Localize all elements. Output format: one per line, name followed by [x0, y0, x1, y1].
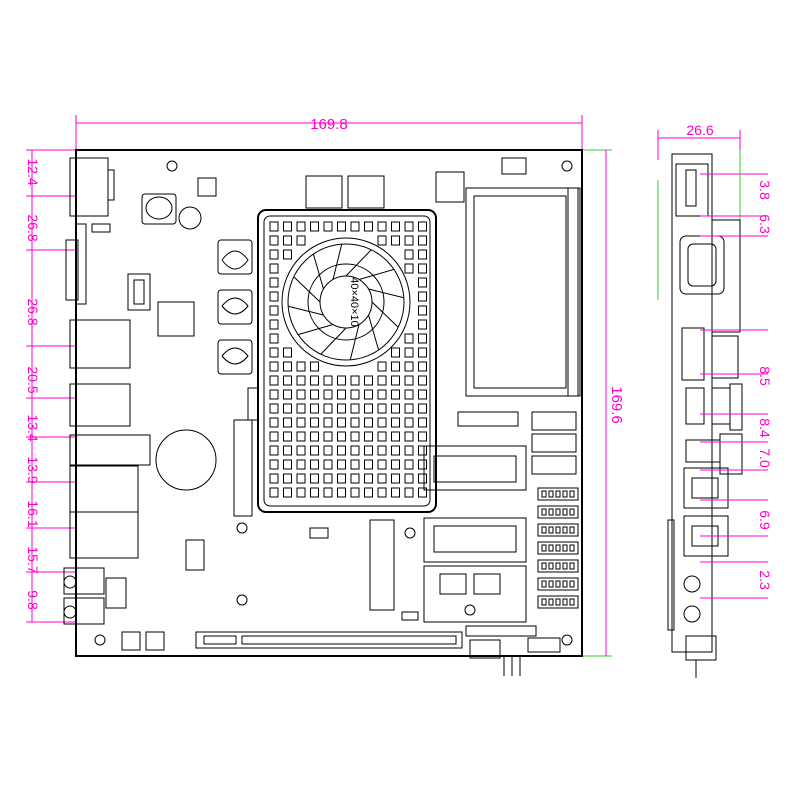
- left-offset-9: 9.8: [25, 590, 41, 610]
- fan-size-label: 40×40×10: [348, 277, 360, 327]
- mini-pcie-slots: [423, 445, 527, 623]
- left-offset-dimensions: 12.4 26.8 26.8 20.5 13.4 13.9 16.1 15.7 …: [25, 149, 76, 623]
- board-width-label: 169.8: [310, 116, 348, 133]
- left-offset-2: 26.8: [25, 214, 41, 241]
- heatsink-fins: [269, 221, 427, 498]
- front-panel-headers: [537, 487, 579, 609]
- pin-header-vertical: [233, 419, 253, 517]
- side-depth-label: 26.6: [686, 122, 713, 138]
- hdmi-port: [681, 327, 705, 381]
- sata-ports: [531, 411, 577, 475]
- pcie-slot: [195, 631, 463, 649]
- side-depth-dimension: 26.6: [657, 122, 741, 160]
- right-offset-3: 8.5: [757, 366, 773, 386]
- right-offset-6: 6.9: [757, 510, 773, 530]
- left-io-ports: [63, 157, 151, 625]
- top-width-dimension: 169.8: [75, 115, 583, 150]
- side-view: 3.8 6.3 8.5 8.4 7.0 6.9 2.3: [657, 150, 773, 678]
- left-offset-3: 26.8: [25, 298, 41, 325]
- board-height-dimension: 169.6: [582, 149, 625, 657]
- left-offset-6: 13.9: [25, 456, 41, 483]
- board-height-label: 169.6: [608, 386, 625, 424]
- mounting-holes: [94, 160, 573, 646]
- right-offset-2: 6.3: [757, 214, 773, 234]
- left-offset-7: 16.1: [25, 500, 41, 527]
- rj45-port-1: [683, 467, 729, 509]
- audio-jack-2: [683, 605, 701, 623]
- vga-port: [679, 235, 725, 295]
- left-offset-1: 12.4: [25, 158, 41, 185]
- cmos-battery: [155, 429, 217, 491]
- right-offset-7: 2.3: [757, 570, 773, 590]
- usb-ports: [685, 387, 705, 425]
- left-offset-4: 20.5: [25, 366, 41, 393]
- so-dimm-slot: [465, 187, 581, 397]
- fan-blades: [288, 244, 404, 360]
- heatsink: 40×40×10: [257, 209, 437, 513]
- right-offset-4: 8.4: [757, 418, 773, 438]
- capacitors: [141, 177, 253, 375]
- right-offset-5: 7.0: [757, 448, 773, 468]
- left-offset-8: 15.7: [25, 546, 41, 573]
- main-board: 40×40×10: [63, 149, 583, 676]
- audio-jack-1: [683, 575, 701, 593]
- right-offset-1: 3.8: [757, 180, 773, 200]
- left-offset-5: 13.4: [25, 414, 41, 441]
